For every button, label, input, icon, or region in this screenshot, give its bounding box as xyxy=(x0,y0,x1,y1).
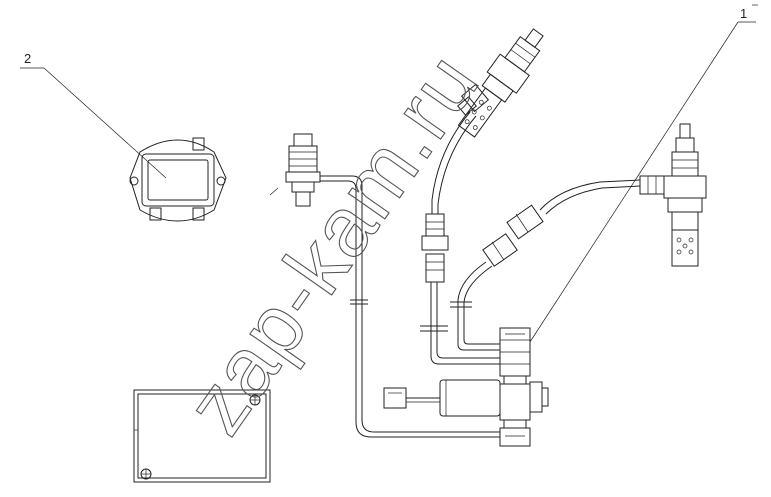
tube-right-valve xyxy=(450,179,641,351)
distribution-block xyxy=(499,327,549,447)
tube-left-sensor xyxy=(320,175,500,438)
valve-assembly-right xyxy=(639,123,707,267)
control-unit-box xyxy=(133,389,271,483)
sensor-housing-part-2 xyxy=(129,137,227,222)
callout-1: 1 xyxy=(527,4,758,346)
tube-top-valve xyxy=(420,111,500,365)
solenoid-valve xyxy=(383,379,501,417)
valve-assembly-top xyxy=(457,28,544,138)
valve-top-side-fitting xyxy=(457,83,490,116)
sensor-fitting-left xyxy=(269,133,321,207)
callout-1-label: 1 xyxy=(740,6,747,21)
callout-2-label: 2 xyxy=(24,51,31,66)
callout-2: 2 xyxy=(20,51,167,179)
